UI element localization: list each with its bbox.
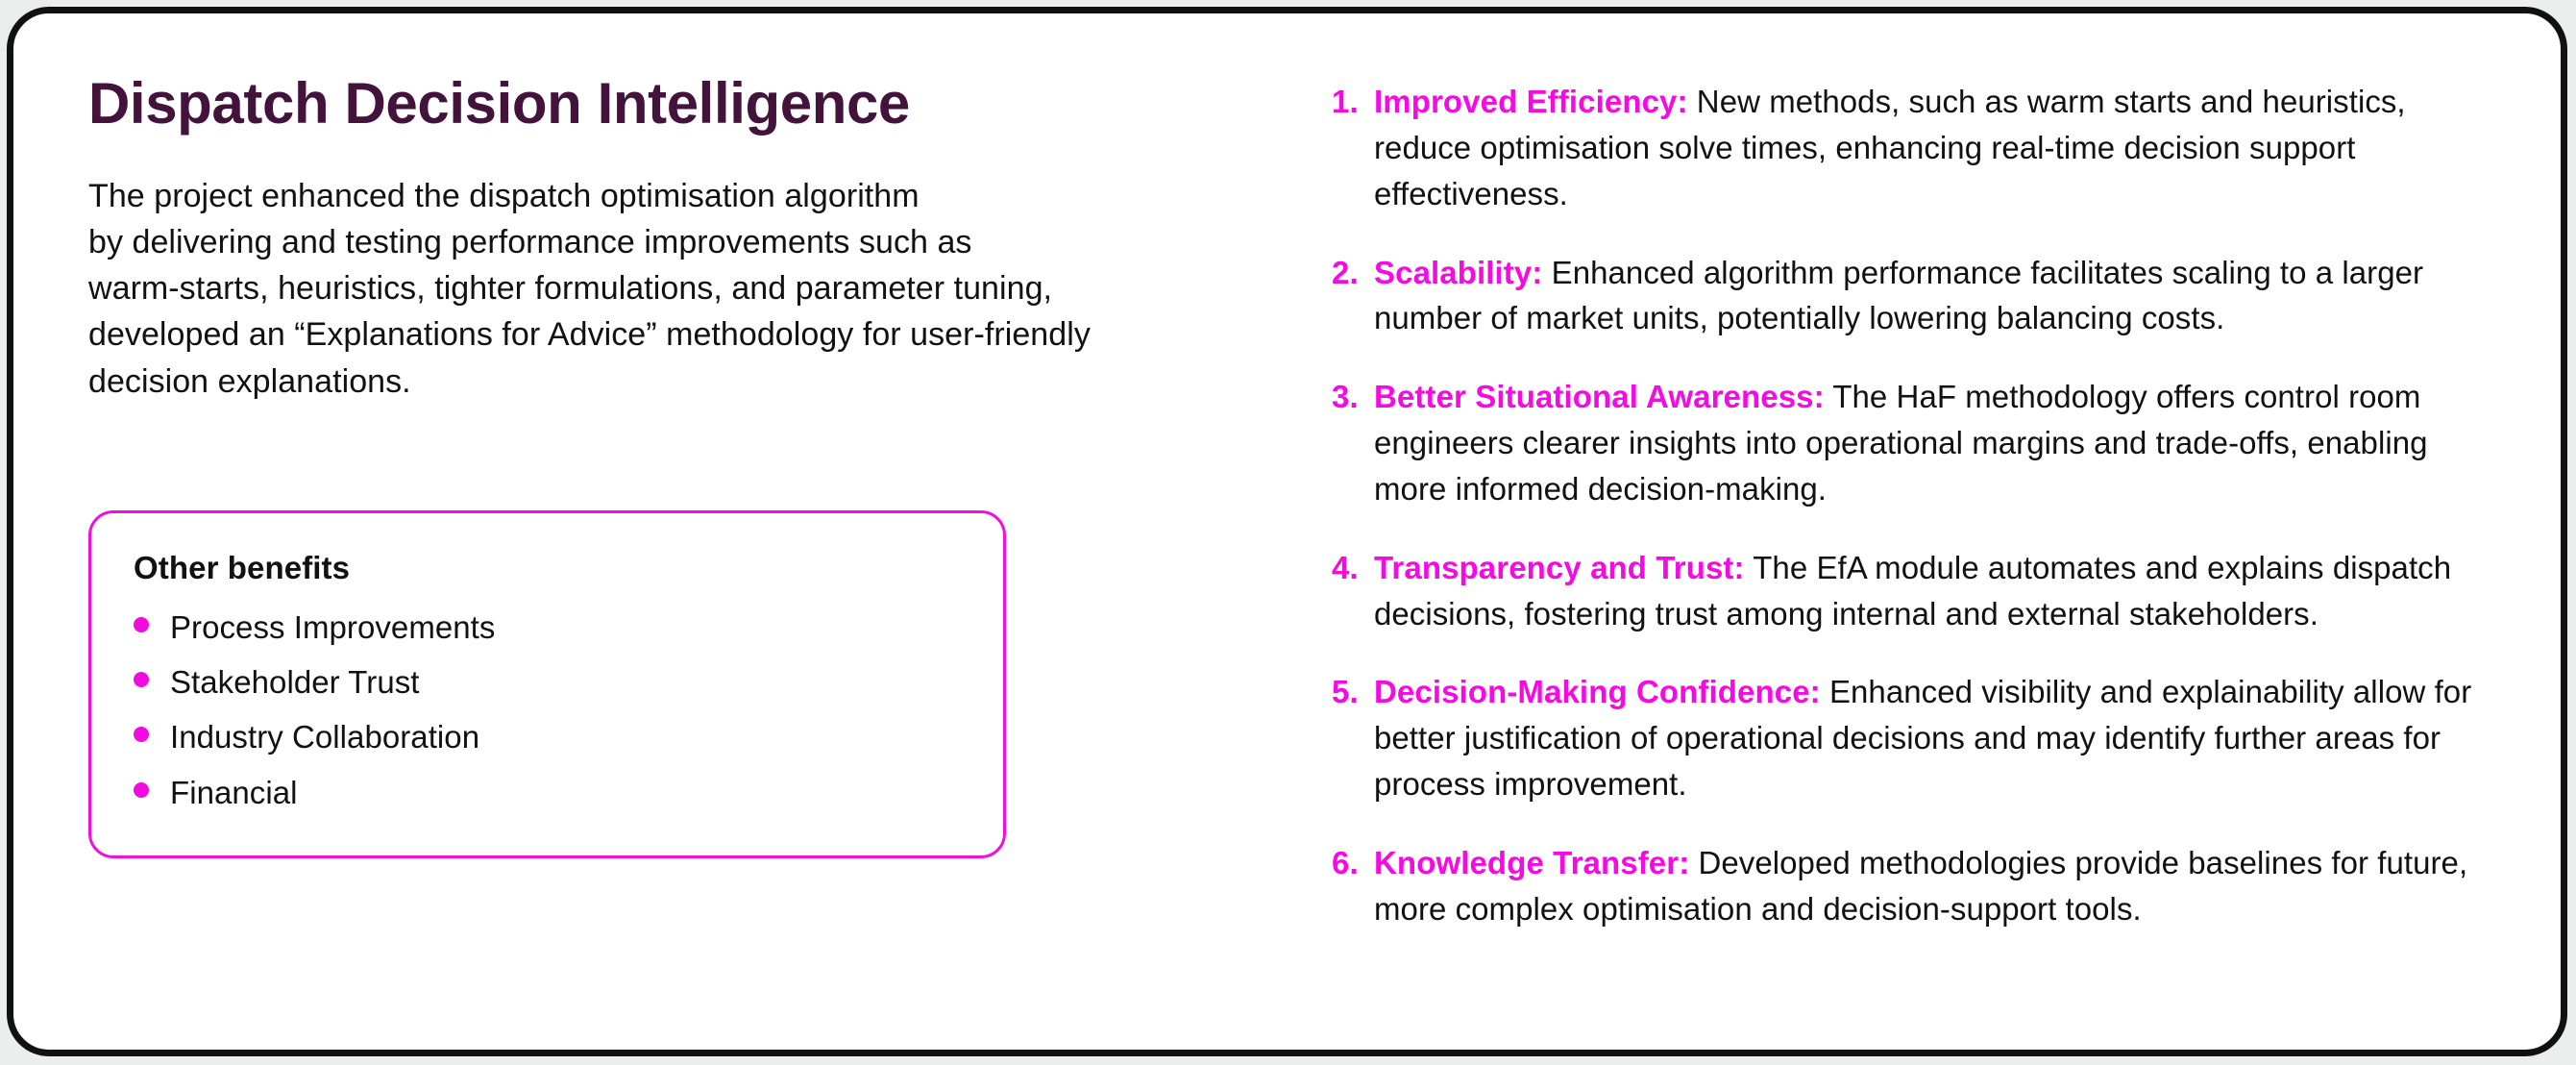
intro-paragraph-line: The project enhanced the dispatch optimi… (88, 177, 920, 214)
list-item-term: Scalability: (1374, 254, 1543, 290)
list-item-term: Improved Efficiency: (1374, 84, 1688, 119)
intro-paragraph-line: decision explanations. (88, 362, 411, 400)
list-item-label: Industry Collaboration (170, 719, 480, 755)
bullet-icon (134, 672, 149, 688)
list-item-body: Decision-Making Confidence: Enhanced vis… (1374, 669, 2474, 807)
slide-card: Dispatch Decision Intelligence The proje… (7, 7, 2567, 1056)
list-item-label: Stakeholder Trust (170, 664, 420, 701)
list-item: 1. Improved Efficiency: New methods, suc… (1332, 79, 2474, 217)
list-item-term: Better Situational Awareness: (1374, 379, 1825, 415)
left-column: Dispatch Decision Intelligence The proje… (13, 13, 1263, 858)
page-title: Dispatch Decision Intelligence (88, 71, 910, 136)
bullet-icon (134, 781, 149, 798)
list-item-text: The EfA module automates and explains di… (1374, 549, 2452, 632)
list-item-text: Developed methodologies provide baseline… (1374, 844, 2468, 927)
list-item: 2. Scalability: Enhanced algorithm perfo… (1332, 250, 2474, 342)
list-item-body: Scalability: Enhanced algorithm performa… (1374, 250, 2474, 342)
list-item-text: Enhanced algorithm performance facilitat… (1374, 254, 2424, 336)
list-item-number: 3. (1332, 379, 1359, 415)
list-item: Financial (134, 773, 961, 813)
list-item-text: The HaF methodology offers control room … (1374, 379, 2428, 507)
list-item-number: 2. (1332, 254, 1359, 290)
benefits-numbered-list: 1. Improved Efficiency: New methods, suc… (1263, 13, 2561, 932)
list-item-number: 1. (1332, 84, 1359, 119)
list-item: Stakeholder Trust (134, 662, 961, 703)
list-item: 4. Transparency and Trust: The EfA modul… (1332, 545, 2474, 637)
list-item-number: 4. (1332, 549, 1359, 585)
list-item-label: Process Improvements (170, 608, 496, 645)
list-item-term: Transparency and Trust: (1374, 549, 1745, 585)
list-item-term: Decision-Making Confidence: (1374, 674, 1821, 710)
list-item: 5. Decision-Making Confidence: Enhanced … (1332, 669, 2474, 807)
list-item: 6. Knowledge Transfer: Developed methodo… (1332, 840, 2474, 932)
bullet-icon (134, 727, 149, 743)
intro-paragraph-line: developed an “Explanations for Advice” m… (88, 316, 1091, 354)
other-benefits-box: Other benefits Process Improvements Stak… (88, 509, 1006, 858)
intro-paragraph-line: warm-starts, heuristics, tighter formula… (88, 270, 1053, 308)
list-item-body: Improved Efficiency: New methods, such a… (1374, 79, 2474, 217)
intro-paragraph: The project enhanced the dispatch optimi… (88, 173, 1195, 405)
list-item: Process Improvements (134, 607, 961, 648)
list-item-number: 6. (1332, 844, 1359, 880)
list-item: 3. Better Situational Awareness: The HaF… (1332, 374, 2474, 512)
list-item-body: Transparency and Trust: The EfA module a… (1374, 545, 2474, 637)
list-item-term: Knowledge Transfer: (1374, 844, 1690, 880)
list-item-text: Enhanced visibility and explainability a… (1374, 674, 2472, 803)
other-benefits-heading: Other benefits (134, 549, 351, 585)
list-item-label: Financial (170, 774, 298, 810)
intro-paragraph-line: by delivering and testing performance im… (88, 223, 972, 260)
list-item-number: 5. (1332, 674, 1359, 710)
bullet-icon (134, 616, 149, 632)
list-item-text: New methods, such as warm starts and heu… (1374, 84, 2406, 211)
content-columns: Dispatch Decision Intelligence The proje… (13, 13, 2561, 1050)
list-item-body: Better Situational Awareness: The HaF me… (1374, 374, 2474, 512)
list-item: Industry Collaboration (134, 717, 961, 757)
list-item-body: Knowledge Transfer: Developed methodolog… (1374, 840, 2474, 932)
